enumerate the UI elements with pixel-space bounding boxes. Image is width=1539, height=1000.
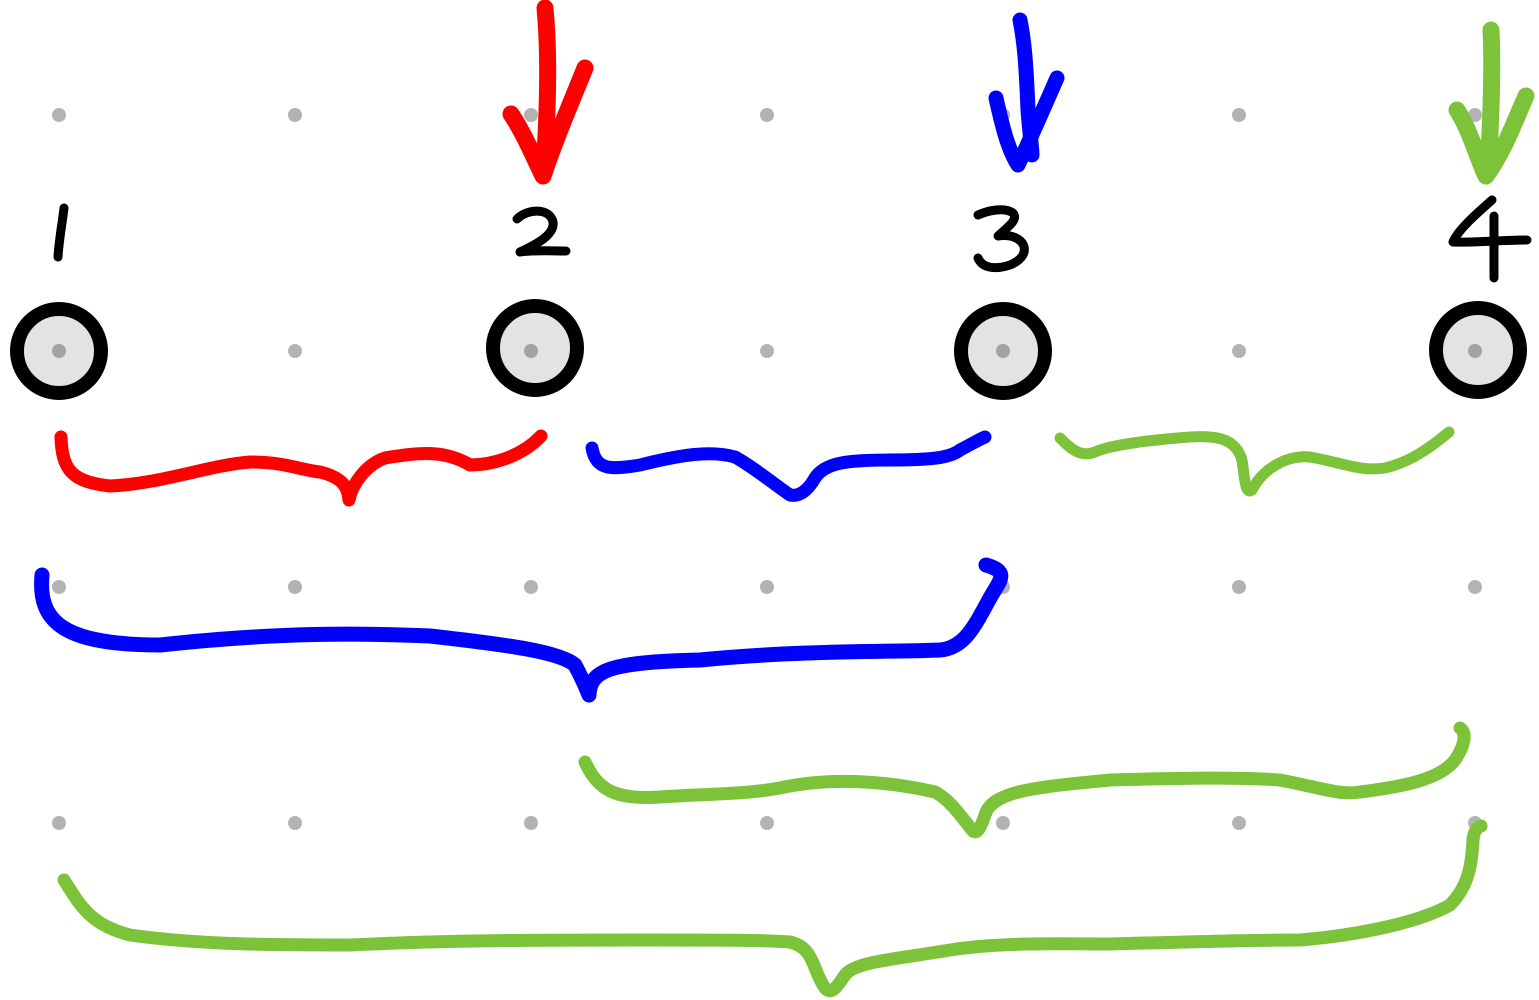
brace-1-4-green <box>57 819 1488 998</box>
grid-dot <box>52 580 66 594</box>
green-arrow-shaft <box>1479 21 1501 179</box>
node-2 <box>486 299 584 397</box>
grid-dot <box>1232 580 1246 594</box>
green-arrow <box>1448 21 1535 185</box>
node-label-1: 1 <box>53 203 69 262</box>
grid-dot <box>760 816 774 830</box>
node-center-dot <box>996 344 1010 358</box>
red-arrow-head <box>502 59 594 185</box>
node-center-dot <box>1468 344 1482 358</box>
blue-arrow-head <box>988 70 1065 173</box>
grid-dot <box>996 816 1010 830</box>
digit-3-stroke <box>973 205 1029 273</box>
node-3 <box>954 302 1052 400</box>
node-label-3: 3 <box>973 205 1029 273</box>
node-center-dot <box>52 344 66 358</box>
grid-dot <box>1468 580 1482 594</box>
grid-dot <box>760 580 774 594</box>
grid-dot <box>1232 344 1246 358</box>
node-center-dot <box>524 344 538 358</box>
grid-dot <box>524 580 538 594</box>
grid-dot <box>288 816 302 830</box>
digit-1-stroke <box>53 203 69 262</box>
grid-dot <box>1468 108 1482 122</box>
node-1 <box>10 302 108 400</box>
red-arrow <box>502 0 594 185</box>
grid-dot <box>760 344 774 358</box>
grid-dot <box>760 108 774 122</box>
grid-dot <box>288 108 302 122</box>
grid-dot <box>288 344 302 358</box>
brace-1-3-blue <box>34 557 1009 703</box>
node-4 <box>1429 301 1527 399</box>
grid-dot <box>524 108 538 122</box>
grid-dot <box>52 108 66 122</box>
grid-dot <box>52 816 66 830</box>
green-arrow-head <box>1448 87 1535 185</box>
brace-3-4-green <box>1054 426 1455 497</box>
digit-4-stroke <box>1448 195 1532 247</box>
node-label-4: 4 <box>1448 195 1532 283</box>
grid-dot <box>1232 108 1246 122</box>
brace-2-4-green <box>578 721 1471 839</box>
grid-dot <box>1232 816 1246 830</box>
node-label-2: 2 <box>512 206 571 257</box>
digit-2-stroke <box>512 206 571 257</box>
grid-dot <box>524 816 538 830</box>
blue-arrow <box>988 12 1065 173</box>
brace-1-2-red <box>54 429 548 507</box>
grid-dot <box>288 580 302 594</box>
brace-2-3-blue <box>585 430 992 502</box>
